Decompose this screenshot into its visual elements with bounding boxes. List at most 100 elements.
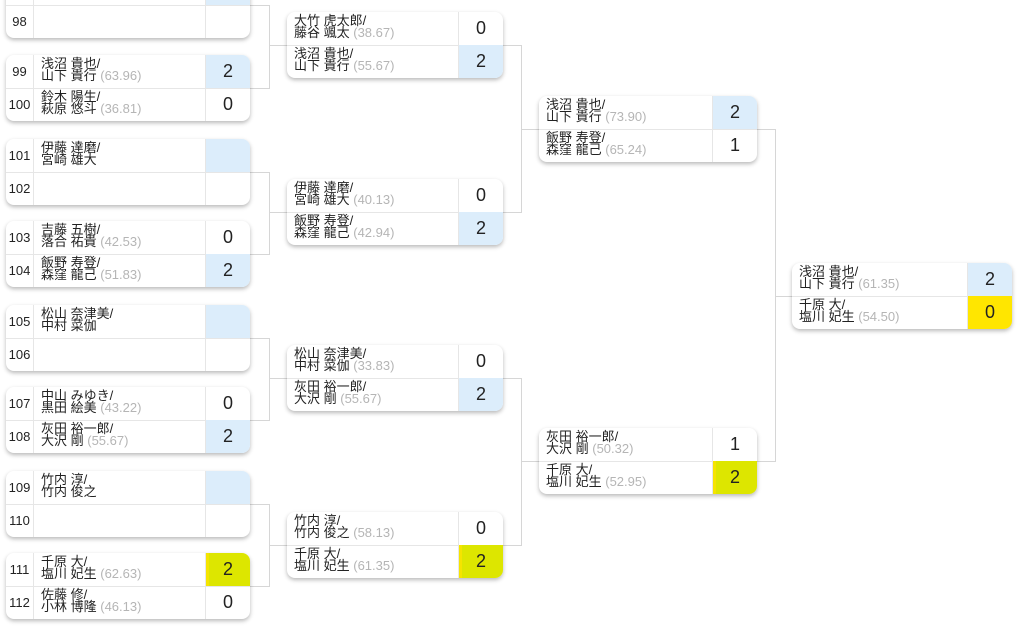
team-names: 大竹 虎太郎/藤谷 颯太 (38.67) bbox=[287, 12, 458, 45]
score[interactable]: 2 bbox=[205, 553, 250, 586]
team-row[interactable]: 98 bbox=[6, 5, 250, 38]
team-row[interactable]: 飯野 寿登/森窪 龍己 (65.24)1 bbox=[539, 129, 757, 162]
team-row[interactable]: 灰田 裕一郎/大沢 剛 (55.67)2 bbox=[287, 378, 503, 411]
score[interactable]: 0 bbox=[205, 221, 250, 254]
team-row[interactable]: 浅沼 貴也/山下 貴行 (73.90)2 bbox=[539, 96, 757, 130]
score[interactable] bbox=[205, 5, 250, 38]
player-name: 森窪 龍己 (51.83) bbox=[41, 268, 205, 281]
team-row[interactable]: 飯野 寿登/森窪 龍己 (42.94)2 bbox=[287, 212, 503, 245]
player-name: 竹内 俊之 bbox=[41, 485, 205, 498]
score[interactable]: 2 bbox=[712, 461, 757, 494]
team-row[interactable]: 大竹 虎太郎/藤谷 颯太 (38.67)0 bbox=[287, 12, 503, 46]
player-name-2: 大沢 剛 bbox=[41, 433, 84, 448]
team-row[interactable]: 千原 大/塩川 妃生 (61.35)2 bbox=[287, 545, 503, 578]
player-name: 大竹 虎太郎/ bbox=[294, 13, 367, 28]
team-names bbox=[34, 5, 205, 38]
team-row[interactable]: 106 bbox=[6, 338, 250, 371]
team-row[interactable]: 浅沼 貴也/山下 貴行 (55.67)2 bbox=[287, 45, 503, 78]
team-row[interactable]: 竹内 淳/竹内 俊之 (58.13)0 bbox=[287, 512, 503, 546]
team-row[interactable]: 110 bbox=[6, 504, 250, 537]
team-rating: (40.13) bbox=[353, 192, 395, 207]
score[interactable]: 1 bbox=[712, 129, 757, 162]
player-name: 山下 貴行 (63.96) bbox=[41, 69, 205, 82]
score[interactable]: 2 bbox=[967, 263, 1012, 296]
score[interactable]: 2 bbox=[205, 420, 250, 453]
score[interactable] bbox=[205, 471, 250, 504]
player-name-2: 中村 菜伽 bbox=[41, 318, 97, 333]
score[interactable]: 2 bbox=[458, 545, 503, 578]
score[interactable]: 2 bbox=[458, 45, 503, 78]
team-rating: (42.94) bbox=[353, 225, 395, 240]
player-name: 宮崎 雄大 bbox=[41, 153, 205, 166]
player-name-2: 大沢 剛 bbox=[546, 441, 589, 456]
score[interactable] bbox=[205, 338, 250, 371]
score[interactable]: 2 bbox=[458, 212, 503, 245]
team-names: 浅沼 貴也/山下 貴行 (63.96) bbox=[34, 55, 205, 88]
bracket-connector bbox=[503, 378, 539, 546]
score[interactable] bbox=[205, 504, 250, 537]
team-row[interactable]: 伊藤 達磨/宮崎 雄大 (40.13)0 bbox=[287, 179, 503, 213]
seed-number: 107 bbox=[6, 387, 34, 420]
score[interactable]: 0 bbox=[458, 179, 503, 212]
score[interactable] bbox=[205, 172, 250, 205]
team-rating: (62.63) bbox=[100, 566, 142, 581]
team-names: 飯野 寿登/森窪 龍己 (65.24) bbox=[539, 129, 712, 162]
player-name: 飯野 寿登/ bbox=[41, 255, 101, 270]
score[interactable]: 0 bbox=[458, 512, 503, 545]
score[interactable]: 2 bbox=[205, 254, 250, 287]
team-names: 千原 大/塩川 妃生 (61.35) bbox=[287, 545, 458, 578]
team-names: 灰田 裕一郎/大沢 剛 (55.67) bbox=[287, 378, 458, 411]
team-names: 竹内 淳/竹内 俊之 bbox=[34, 471, 205, 504]
seed-number: 102 bbox=[6, 172, 34, 205]
score[interactable]: 2 bbox=[458, 378, 503, 411]
score[interactable]: 2 bbox=[205, 55, 250, 88]
player-name-2: 黒田 絵美 bbox=[41, 400, 97, 415]
team-row[interactable]: 灰田 裕一郎/大沢 剛 (50.32)1 bbox=[539, 428, 757, 462]
score[interactable] bbox=[205, 305, 250, 338]
seed-number: 105 bbox=[6, 305, 34, 338]
player-name: 小林 博隆 (46.13) bbox=[41, 600, 205, 613]
score[interactable]: 0 bbox=[205, 586, 250, 619]
score[interactable]: 0 bbox=[458, 345, 503, 378]
team-names: 灰田 裕一郎/大沢 剛 (50.32) bbox=[539, 428, 712, 461]
player-name-2: 塩川 妃生 bbox=[799, 309, 855, 324]
player-name: 山下 貴行 (73.90) bbox=[546, 110, 712, 123]
score[interactable]: 1 bbox=[712, 428, 757, 461]
team-names bbox=[34, 504, 205, 537]
score[interactable] bbox=[205, 0, 250, 5]
player-name-2: 落合 祐貴 bbox=[41, 234, 97, 249]
score[interactable] bbox=[205, 139, 250, 172]
player-name: 千原 大/ bbox=[546, 462, 593, 477]
team-row[interactable]: 浅沼 貴也/山下 貴行 (61.35)2 bbox=[792, 263, 1012, 297]
score[interactable]: 0 bbox=[967, 296, 1012, 329]
team-row[interactable]: 松山 奈津美/中村 菜伽 (33.83)0 bbox=[287, 345, 503, 379]
team-row[interactable]: 102 bbox=[6, 172, 250, 205]
team-row[interactable]: 97大竹 虎太郎/藤谷 颯太 bbox=[6, 0, 250, 6]
player-name: 竹内 淳/ bbox=[41, 472, 88, 487]
team-names: 飯野 寿登/森窪 龍己 (42.94) bbox=[287, 212, 458, 245]
score[interactable]: 0 bbox=[458, 12, 503, 45]
score[interactable]: 0 bbox=[205, 88, 250, 121]
team-row[interactable]: 千原 大/塩川 妃生 (54.50)0 bbox=[792, 296, 1012, 329]
team-row[interactable]: 千原 大/塩川 妃生 (52.95)2 bbox=[539, 461, 757, 494]
score[interactable]: 2 bbox=[712, 96, 757, 129]
score[interactable]: 0 bbox=[205, 387, 250, 420]
